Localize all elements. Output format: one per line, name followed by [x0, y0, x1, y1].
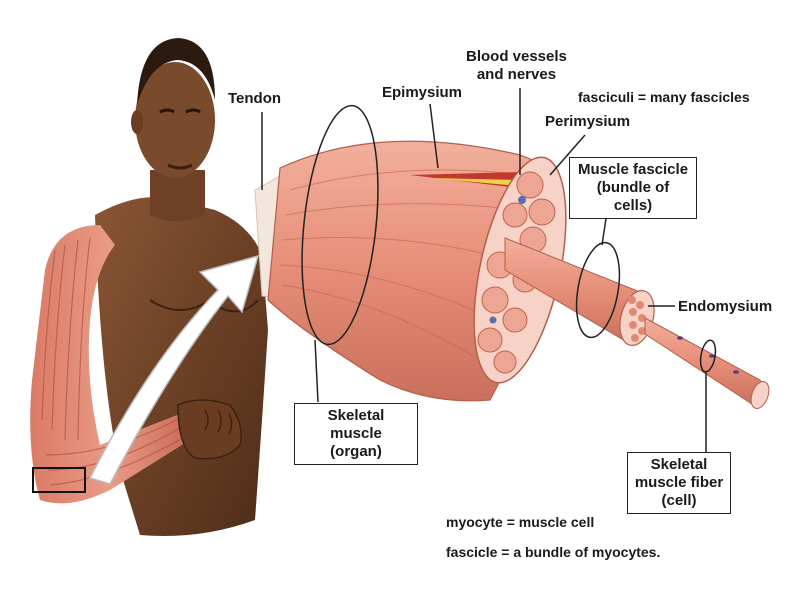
blood-vessels-line2: and nerves: [466, 66, 567, 84]
torso: [95, 197, 268, 536]
muscle-fascicle-label: Muscle fascicle (bundle of cells): [569, 157, 697, 219]
blood-vessel-dot-2: [490, 317, 497, 324]
skeletal-muscle-line2: (organ): [301, 443, 411, 461]
fist: [178, 400, 241, 459]
skeletal-muscle-line1: Skeletal muscle: [301, 407, 411, 443]
endomysium-label: Endomysium: [678, 298, 772, 316]
muscle-fiber: [645, 318, 772, 411]
tendon-label: Tendon: [228, 90, 281, 108]
blood-vessels-line1: Blood vessels: [466, 48, 567, 66]
myocyte-note: myocyte = muscle cell: [446, 514, 594, 530]
ear: [131, 110, 143, 134]
fascicle-note: fascicle = a bundle of myocytes.: [446, 544, 660, 560]
epimysium-label: Epimysium: [382, 84, 462, 102]
muscle-fiber-line2: muscle fiber: [634, 474, 724, 492]
muscle-fascicle-line1: Muscle fascicle: [576, 161, 690, 179]
blood-vessels-label: Blood vessels and nerves: [466, 48, 567, 84]
fasciculi-note: fasciculi = many fascicles: [578, 88, 750, 106]
muscle-fiber-label: Skeletal muscle fiber (cell): [627, 452, 731, 514]
perimysium-label: Perimysium: [545, 113, 630, 131]
skeletal-muscle-label: Skeletal muscle (organ): [294, 403, 418, 465]
muscle-fiber-line3: (cell): [634, 492, 724, 510]
fiber-body: [645, 318, 765, 408]
blood-vessel-dot: [518, 196, 526, 204]
muscle-fascicle-line2: (bundle of cells): [576, 179, 690, 215]
muscle-fiber-line1: Skeletal: [634, 456, 724, 474]
